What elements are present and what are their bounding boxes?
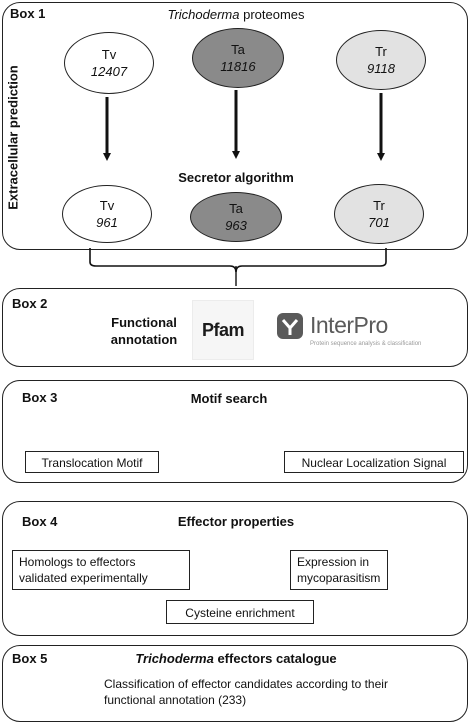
secreted-count: 701 [368,215,390,230]
proteome-tr-ellipse: Tr 9118 [336,30,426,90]
secreted-count: 961 [96,215,118,230]
pfam-logo: Pfam [192,300,254,360]
species-label: Ta [231,42,245,57]
nuclear-localization-label: Nuclear Localization Signal [301,456,447,470]
effector-properties-title: Effector properties [177,514,295,529]
expression-line1: Expression in [297,555,370,569]
motif-search-title: Motif search [190,391,268,406]
interpro-emblem-icon [277,313,303,339]
interpro-logo: InterPro Protein sequence analysis & cla… [276,310,422,358]
homologs-line2: validated experimentally [19,571,148,585]
catalogue-description: Classification of effector candidates ac… [104,676,388,708]
box1-title: Trichoderma proteomes [0,7,472,22]
protein-count: 11816 [220,59,256,74]
box1-label: Box 1 [10,6,46,21]
cysteine-box: Cysteine enrichment [166,600,314,624]
interpro-logo-text: InterPro [310,312,388,338]
expression-line2: mycoparasitism [297,571,381,585]
protein-count: 12407 [90,64,128,79]
box1-title-genus: Trichoderma [167,7,240,22]
box3-label: Box 3 [22,390,58,405]
box5-title: Trichoderma effectors catalogue [0,651,472,666]
homologs-line1: Homologs to effectors [19,555,136,569]
box5-panel [2,645,468,722]
merge-brace [89,248,387,273]
box2-label: Box 2 [12,296,48,311]
proteome-tv-ellipse: Tv 12407 [64,32,154,94]
box1-title-rest: proteomes [239,7,305,22]
functional-annotation-label: Functional annotation [104,314,184,348]
box5-title-rest: effectors catalogue [213,651,337,666]
translocation-motif-box: Translocation Motif [25,451,159,473]
box5-title-genus: Trichoderma [135,651,214,666]
secretor-algorithm-label: Secretor algorithm [178,170,294,185]
box5-label: Box 5 [12,651,48,666]
functional-annotation-line1: Functional [111,315,177,330]
protein-count: 9118 [367,61,395,76]
cysteine-label: Cysteine enrichment [185,606,295,620]
nuclear-localization-box: Nuclear Localization Signal [284,451,464,473]
species-label: Tr [375,44,387,59]
pfam-logo-text: Pfam [201,319,245,340]
species-label: Tv [101,47,117,62]
box4-label: Box 4 [22,514,58,529]
translocation-motif-label: Translocation Motif [41,456,143,470]
interpro-subtitle: Protein sequence analysis & classificati… [310,341,422,347]
species-label: Ta [229,201,243,216]
secreted-ta-ellipse: Ta 963 [190,192,282,242]
secreted-tv-ellipse: Tv 961 [62,185,152,243]
functional-annotation-line2: annotation [110,332,178,347]
species-label: Tv [99,198,115,213]
extracellular-prediction-label: Extracellular prediction [5,65,21,210]
catalogue-line1: Classification of effector candidates ac… [104,677,388,691]
catalogue-line2: functional annotation (233) [104,693,247,707]
secreted-count: 963 [225,218,247,233]
proteome-ta-ellipse: Ta 11816 [192,28,284,88]
expression-box: Expression in mycoparasitism [290,550,388,590]
secreted-tr-ellipse: Tr 701 [334,184,424,244]
homologs-box: Homologs to effectors validated experime… [12,550,190,590]
species-label: Tr [373,198,385,213]
